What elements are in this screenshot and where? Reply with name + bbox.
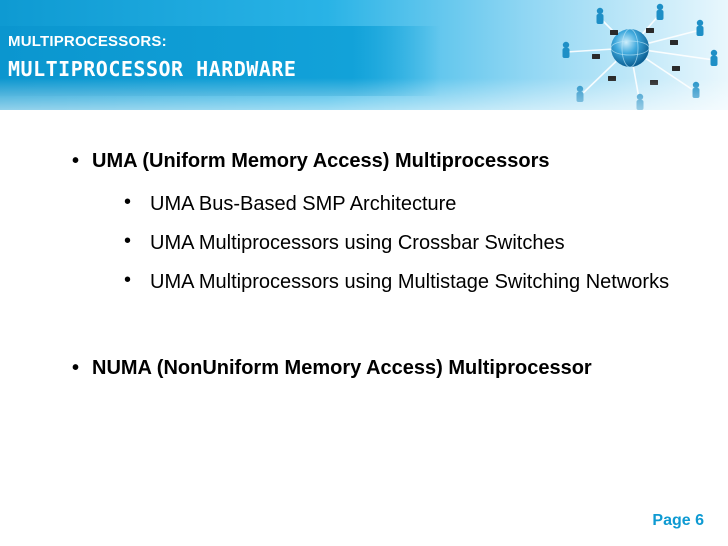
sub-bullet-text: UMA Multiprocessors using Multistage Swi… <box>150 271 670 293</box>
sub-bullet-bus-smp: • UMA Bus-Based SMP Architecture <box>124 191 684 218</box>
slide-title: MULTIPROCESSOR HARDWARE <box>8 57 297 81</box>
bullet-glyph: • <box>72 357 80 379</box>
sub-bullet-crossbar: • UMA Multiprocessors using Crossbar Swi… <box>124 230 684 257</box>
slide-subtitle: MULTIPROCESSORS: <box>8 33 167 50</box>
bullet-text: UMA (Uniform Memory Access) Multiprocess… <box>92 150 550 172</box>
page-number: Page 6 <box>652 512 704 529</box>
bullet-glyph: • <box>124 230 132 252</box>
sub-bullet-multistage: • UMA Multiprocessors using Multistage S… <box>124 269 684 296</box>
bullet-uma: • UMA (Uniform Memory Access) Multiproce… <box>72 150 550 173</box>
bullet-glyph: • <box>72 150 80 172</box>
bullet-glyph: • <box>124 191 132 213</box>
bullet-numa: • NUMA (NonUniform Memory Access) Multip… <box>72 357 592 380</box>
sub-bullet-text: UMA Bus-Based SMP Architecture <box>150 193 457 215</box>
bullet-text: NUMA (NonUniform Memory Access) Multipro… <box>92 357 592 379</box>
header-band: MULTIPROCESSORS: MULTIPROCESSOR HARDWARE <box>0 0 728 110</box>
bullet-glyph: • <box>124 269 132 291</box>
sub-bullet-text: UMA Multiprocessors using Crossbar Switc… <box>150 232 565 254</box>
